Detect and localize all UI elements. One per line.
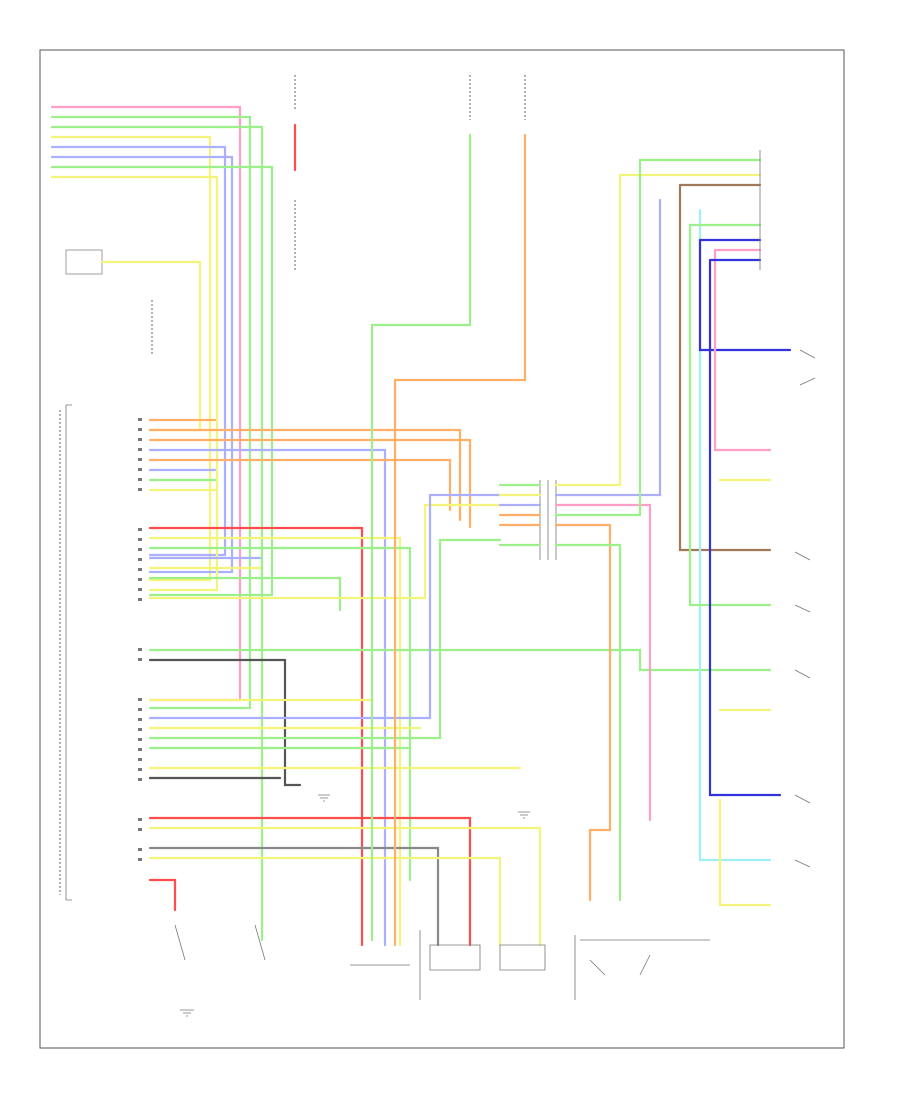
right-harness — [554, 150, 792, 907]
switch-icon — [794, 349, 816, 868]
ground-icon — [180, 794, 530, 1017]
control-module — [59, 404, 72, 901]
sensor-box — [65, 249, 103, 275]
module-pins — [138, 418, 142, 861]
diagram-frame — [39, 49, 845, 1049]
top-left-harness — [50, 105, 274, 942]
top-center-sources — [293, 75, 527, 947]
module-output-wires — [148, 418, 772, 947]
center-connector — [498, 480, 557, 560]
bottom-components — [174, 924, 710, 1000]
